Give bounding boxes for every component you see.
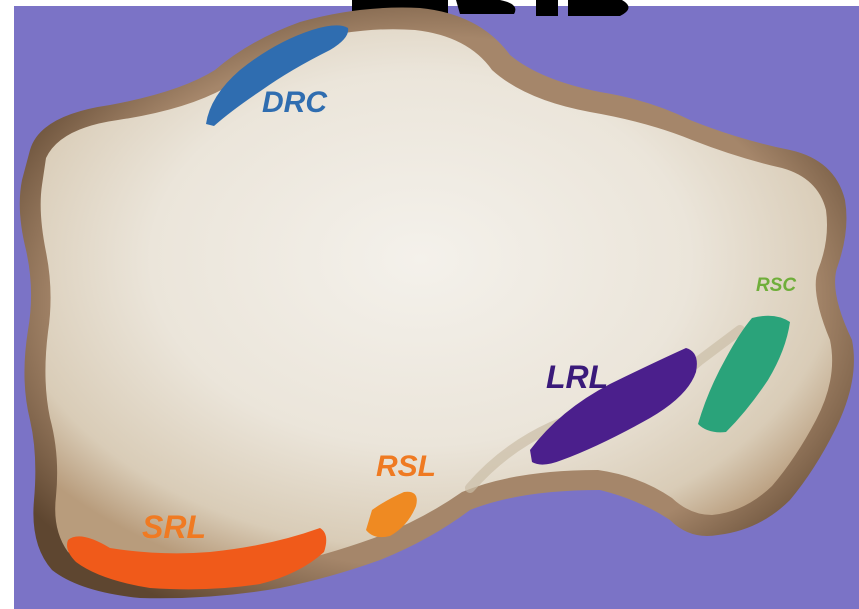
label-rsl: RSL <box>376 450 436 483</box>
label-srl: SRL <box>142 509 206 545</box>
label-lrl: LRL <box>546 359 608 395</box>
label-rsc: RSC <box>756 275 796 296</box>
label-drc: DRC <box>262 86 328 119</box>
